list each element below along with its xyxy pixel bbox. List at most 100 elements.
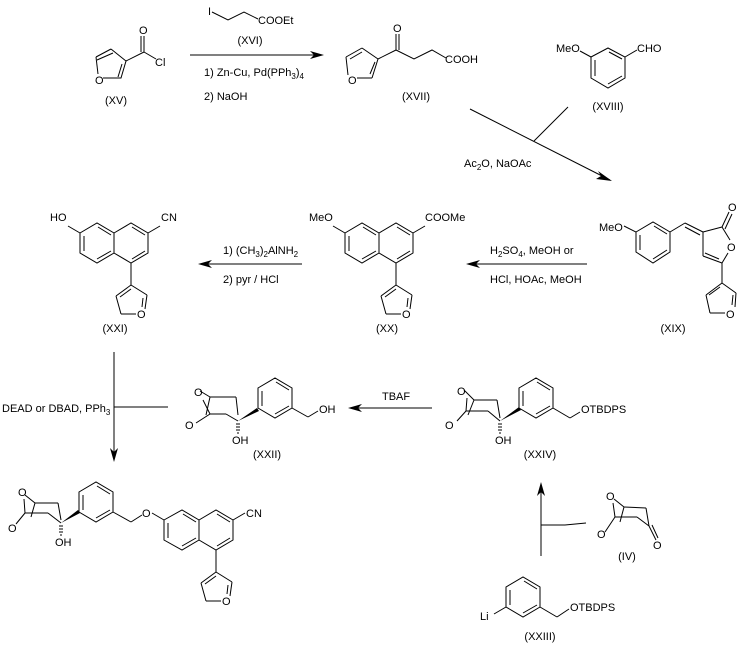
compound-label: (XVI) bbox=[237, 35, 262, 47]
atom-coome: COOMe bbox=[425, 212, 465, 224]
reagent-step6: DEAD or DBAD, PPh3 bbox=[2, 403, 111, 417]
bond bbox=[97, 226, 112, 236]
reagent-step4-line2: 2) pyr / HCl bbox=[223, 274, 279, 286]
bond bbox=[395, 284, 413, 296]
atom-o: O bbox=[597, 529, 606, 541]
bond bbox=[721, 252, 729, 264]
arrow-branch bbox=[564, 522, 587, 526]
atom-o: O bbox=[653, 540, 662, 552]
bond bbox=[465, 397, 468, 412]
bond bbox=[362, 226, 377, 236]
bond bbox=[651, 524, 659, 539]
bond bbox=[215, 571, 233, 583]
atom-o: O bbox=[445, 420, 454, 432]
atom-o: O bbox=[139, 25, 148, 37]
bond bbox=[216, 513, 231, 523]
bond bbox=[493, 606, 507, 615]
bond bbox=[645, 507, 650, 527]
compound-xxii: O O OH OH (XXII) bbox=[185, 377, 336, 461]
compound-label: (XVIII) bbox=[592, 101, 623, 113]
bond bbox=[235, 396, 239, 416]
bond bbox=[371, 58, 379, 79]
bond bbox=[361, 47, 379, 60]
arrow-head bbox=[348, 404, 362, 412]
bond bbox=[151, 512, 165, 521]
compound-iv: O O O (IV) bbox=[597, 491, 662, 563]
bond bbox=[724, 213, 733, 230]
atom-meo: MeO bbox=[599, 222, 623, 234]
atom-meo: MeO bbox=[309, 212, 333, 224]
wedge-bond bbox=[61, 510, 80, 523]
reagent-step2: Ac2O, NaOAc bbox=[464, 158, 532, 172]
atom-otbdps: OTBDPS bbox=[570, 602, 615, 614]
bond bbox=[669, 222, 686, 233]
bond bbox=[708, 286, 721, 296]
bond bbox=[147, 225, 161, 234]
compound-label: (XV) bbox=[105, 95, 127, 107]
arrow-branch bbox=[533, 106, 569, 142]
bond bbox=[380, 284, 397, 297]
ring bbox=[590, 47, 626, 89]
compound-label: (XXI) bbox=[102, 323, 127, 335]
bond bbox=[648, 525, 657, 541]
bond bbox=[467, 399, 475, 416]
compound-xvi: I COOEt (XVI) bbox=[208, 6, 293, 47]
bond bbox=[15, 512, 26, 525]
bond bbox=[182, 513, 197, 523]
reaction-arrow bbox=[466, 260, 587, 268]
arrow-head bbox=[110, 448, 118, 462]
reagent-step3-line1: H2SO4, MeOH or bbox=[490, 245, 574, 259]
reaction-arrow bbox=[537, 482, 587, 556]
bond bbox=[705, 282, 723, 296]
reagent-step5: TBAF bbox=[382, 391, 410, 403]
wedge-bond bbox=[238, 408, 259, 421]
bond bbox=[200, 571, 217, 584]
arrow-head bbox=[596, 171, 612, 181]
ring bbox=[163, 509, 200, 551]
reaction-arrow bbox=[198, 260, 302, 268]
hash-bond bbox=[236, 423, 240, 434]
bond bbox=[131, 226, 146, 236]
bond bbox=[463, 389, 475, 401]
atom-cho: CHO bbox=[637, 43, 662, 55]
bond bbox=[345, 47, 363, 58]
ring bbox=[635, 221, 671, 264]
bond bbox=[487, 410, 501, 422]
bond bbox=[604, 516, 616, 533]
arrow-head bbox=[310, 51, 324, 59]
atom-o: O bbox=[727, 242, 736, 254]
ring bbox=[79, 222, 115, 264]
bond bbox=[612, 502, 616, 518]
bond bbox=[396, 226, 411, 236]
bond bbox=[384, 288, 397, 298]
bond bbox=[291, 407, 309, 418]
atom-o: O bbox=[393, 23, 402, 35]
bond bbox=[130, 284, 148, 296]
bond bbox=[721, 226, 731, 241]
bond bbox=[200, 582, 207, 602]
arrow-head bbox=[537, 482, 545, 496]
arrow-head bbox=[466, 260, 480, 268]
bond bbox=[232, 512, 246, 521]
reagent-step4-line1: 1) (CH3)2AlNH2 bbox=[223, 245, 299, 259]
atom-cl: Cl bbox=[155, 57, 165, 69]
bond bbox=[95, 509, 111, 519]
compound-product: O O OH O CN O bbox=[8, 481, 262, 608]
atom-i: I bbox=[208, 6, 211, 18]
bond bbox=[96, 52, 114, 61]
bond bbox=[653, 225, 668, 235]
bond bbox=[47, 512, 62, 524]
atom-meo: MeO bbox=[556, 43, 580, 55]
bond bbox=[103, 48, 127, 79]
bond bbox=[539, 606, 558, 618]
bond bbox=[115, 284, 132, 297]
bond bbox=[684, 226, 701, 236]
bond bbox=[608, 51, 623, 60]
atom-o: O bbox=[457, 386, 466, 398]
bond bbox=[361, 250, 377, 260]
bond bbox=[702, 226, 723, 233]
compound-label: (XXIV) bbox=[524, 449, 556, 461]
bond bbox=[96, 485, 111, 495]
bond bbox=[115, 295, 122, 315]
bond bbox=[202, 399, 211, 415]
